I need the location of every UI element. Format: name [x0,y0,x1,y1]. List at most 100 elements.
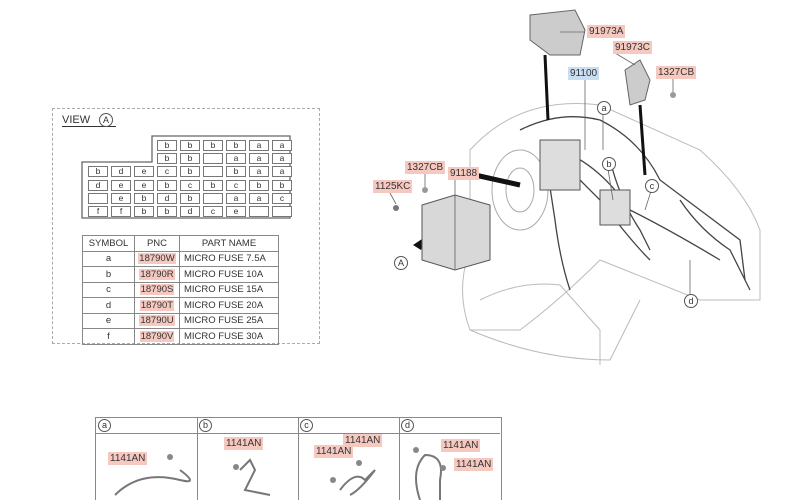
part-label-1141an[interactable]: 1141AN [454,458,494,471]
fuse-slot: a [272,153,292,165]
detail-header: b [197,418,298,434]
fuse-slot: b [157,140,177,151]
part-name-cell: MICRO FUSE 15A [179,281,279,298]
part-label-1327cb-top[interactable]: 1327CB [656,66,697,79]
table-row: c 18790S MICRO FUSE 15A [82,281,279,298]
table-row: b 18790R MICRO FUSE 10A [82,266,279,283]
view-marker-a: A [394,256,408,270]
fuse-slot: b [180,192,200,204]
pnc-link[interactable]: 18790V [139,330,175,342]
fuse-table: SYMBOL PNC PART NAME a 18790W MICRO FUSE… [82,235,279,345]
fuse-slot: e [111,179,131,191]
detail-marker: a [98,419,111,432]
fuse-slot: b [203,140,223,151]
part-label-1141an[interactable]: 1141AN [108,452,148,465]
pnc-link[interactable]: 18790W [138,253,176,265]
table-row: d 18790T MICRO FUSE 20A [82,297,279,314]
fuse-slot: d [157,192,177,204]
fuse-slot: c [226,179,246,191]
fuse-slot [203,192,223,204]
pnc-cell: 18790R [134,266,180,283]
fuse-slot: b [249,179,269,191]
fuse-slot [203,166,223,178]
part-label-1125kc[interactable]: 1125KC [373,180,413,193]
detail-view-a: a 1141AN [96,418,198,500]
fuse-slot: f [111,206,131,217]
fuse-slot: b [157,206,177,217]
fuse-slot: b [180,140,200,151]
fuse-slot: a [272,140,292,151]
part-label-91973a[interactable]: 91973A [587,25,626,38]
part-name-cell: MICRO FUSE 10A [179,266,279,283]
fuse-slot: c [203,206,223,217]
fuse-slot: b [272,179,292,191]
fuse-slot: c [157,166,177,178]
part-label-91100[interactable]: 91100 [568,67,600,80]
fuse-slot: e [134,166,154,178]
fuse-slot: a [249,140,269,151]
part-name-cell: MICRO FUSE 20A [179,297,279,314]
fuse-slot: b [180,153,200,165]
pnc-link[interactable]: 18790U [139,315,175,327]
detail-marker: c [300,419,313,432]
fuse-slot: e [111,192,131,204]
header-part-name: PART NAME [179,235,279,252]
pnc-link[interactable]: 18790S [139,284,175,296]
fuse-slot [272,206,292,217]
view-marker: A [99,113,113,127]
part-label-91973c[interactable]: 91973C [613,41,653,54]
part-label-1141an[interactable]: 1141AN [343,434,383,447]
fuse-slot: a [249,192,269,204]
symbol-cell: a [82,250,135,267]
fuse-slot: b [157,153,177,165]
header-pnc: PNC [134,235,180,252]
fuse-slot [249,206,269,217]
fuse-slot: b [226,140,246,151]
pnc-link[interactable]: 18790R [139,268,175,280]
detail-marker: d [401,419,414,432]
part-label-91188[interactable]: 91188 [448,167,480,180]
pnc-cell: 18790T [134,297,180,314]
table-row: e 18790U MICRO FUSE 25A [82,312,279,329]
fuse-slot: b [134,206,154,217]
pnc-cell: 18790S [134,281,180,298]
pnc-link[interactable]: 18790T [139,299,175,311]
marker-d: d [684,294,698,308]
part-label-1327cb-left[interactable]: 1327CB [405,161,446,174]
fuse-slot: d [88,179,108,191]
detail-marker: b [199,419,212,432]
detail-header: a [96,418,197,434]
fuse-slot: e [226,206,246,217]
symbol-cell: d [82,297,135,314]
fuse-slot: c [180,179,200,191]
fuse-slot: a [249,166,269,178]
marker-b: b [602,157,616,171]
fuse-slot: b [180,166,200,178]
table-row: f 18790V MICRO FUSE 30A [82,328,279,345]
detail-view-b: b 1141AN [197,418,299,500]
view-title: VIEW [62,114,117,127]
fuse-slot: b [157,179,177,191]
symbol-cell: e [82,312,135,329]
part-label-1141an[interactable]: 1141AN [314,445,354,458]
part-label-1141an[interactable]: 1141AN [224,437,264,450]
fuse-slot [88,192,108,204]
fuse-slot: b [203,179,223,191]
detail-view-d: d 1141AN 1141AN [399,418,500,500]
part-name-cell: MICRO FUSE 30A [179,328,279,345]
part-name-cell: MICRO FUSE 25A [179,312,279,329]
fuse-slot: b [226,166,246,178]
part-label-1141an[interactable]: 1141AN [441,439,481,452]
symbol-cell: b [82,266,135,283]
fuse-slot [203,153,223,165]
detail-header: c [298,418,399,434]
pnc-cell: 18790V [134,328,180,345]
pnc-cell: 18790U [134,312,180,329]
fuse-slot: d [111,166,131,178]
symbol-cell: f [82,328,135,345]
